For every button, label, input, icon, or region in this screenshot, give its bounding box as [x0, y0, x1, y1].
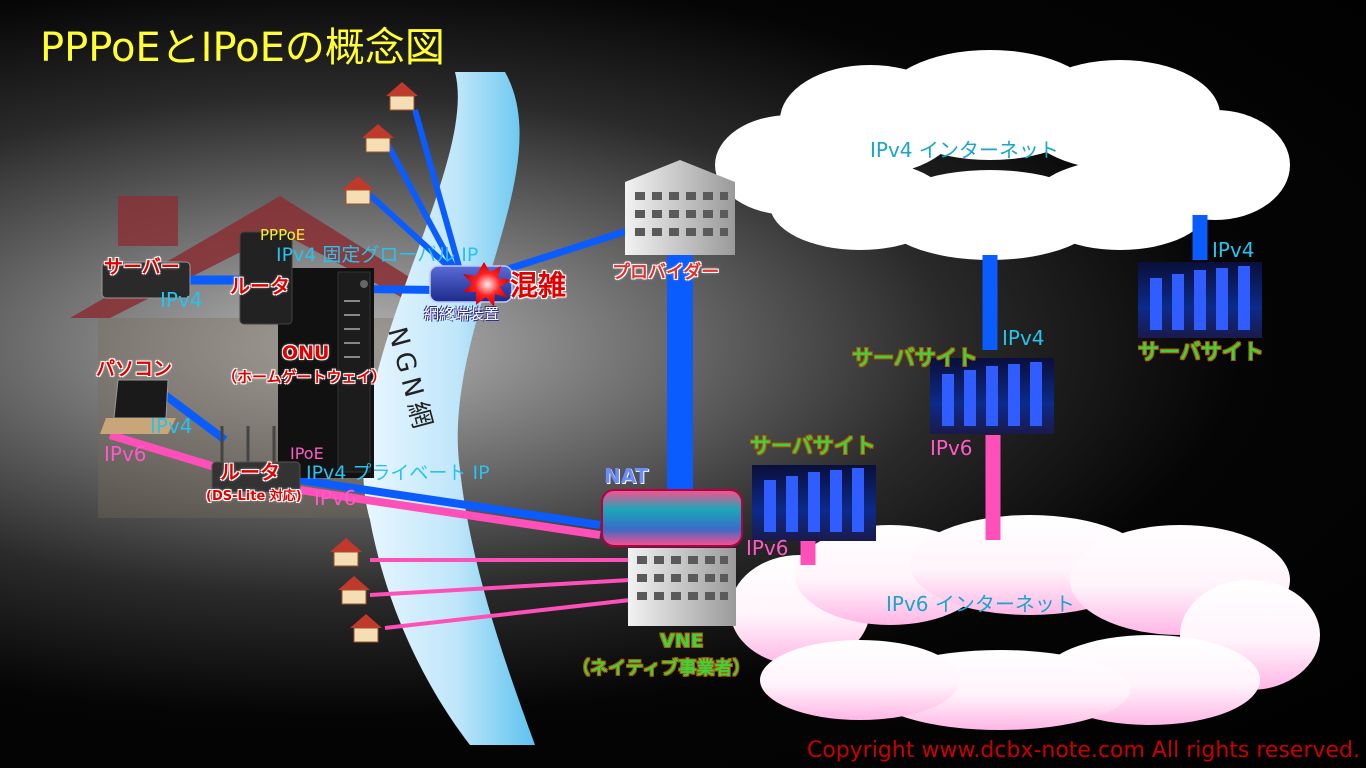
laptop-icon — [100, 379, 176, 434]
vne-label: VNE — [660, 630, 704, 652]
building-icon — [625, 160, 735, 255]
ipv6-router-label: IPv6 — [314, 486, 357, 510]
ipv6-lines — [108, 431, 1001, 630]
ipv4-internet-label: IPv4 インターネット — [870, 138, 1059, 162]
ipv4-fixed-global-label: IPv4 固定グローバル IP — [276, 244, 479, 266]
server-rack-icon — [930, 358, 1054, 434]
congestion-label: 混雑 — [510, 269, 567, 302]
server-icon — [101, 261, 191, 299]
router-icon — [239, 231, 293, 325]
router-bottom-label: ルータ — [220, 460, 280, 484]
ipv6-internet-label: IPv6 インターネット — [886, 592, 1075, 616]
server-rack-icon — [1138, 262, 1262, 338]
nat-device — [601, 489, 743, 547]
page-title: PPPoEとIPoEの概念図 — [40, 25, 445, 71]
server-rack-icon — [752, 465, 876, 541]
nat-label: NAT — [604, 464, 649, 488]
router-icon — [211, 426, 301, 493]
house-icon — [386, 82, 418, 111]
ipv4-pc-label: IPv4 — [150, 414, 193, 438]
server-site-low-label: サーバサイト — [750, 434, 876, 458]
ipv4-server-label: IPv4 — [160, 288, 203, 312]
pc-label: パソコン — [96, 358, 173, 380]
ipoe-label: IPoE — [290, 444, 324, 463]
home-gateway-label: （ホームゲートウェイ） — [222, 368, 387, 386]
house-icon — [342, 176, 374, 205]
provider-label: プロバイダー — [612, 262, 720, 283]
ipv4-cloud-shape — [715, 50, 1290, 260]
house-icon — [330, 538, 362, 567]
ipv4-mid-label: IPv4 — [1002, 326, 1045, 350]
ipv6-pc-label: IPv6 — [104, 442, 147, 466]
network-terminal-label: 網終端装置 — [424, 305, 500, 323]
ds-lite-label: (DS-Lite 対応) — [206, 489, 302, 504]
ipv6-mid-label: IPv6 — [930, 436, 973, 460]
ipv6-cloud-shape — [730, 515, 1320, 730]
router-top-label: ルータ — [230, 274, 290, 298]
server-site-right-label: サーバサイト — [1138, 340, 1264, 364]
ipv4-private-label: IPv4 プライベート IP — [306, 462, 490, 484]
house-icon — [350, 614, 382, 643]
copyright-text: Copyright www.dcbx-note.com All rights r… — [806, 738, 1360, 763]
vne-desc-label: （ネイティブ事業者） — [572, 658, 751, 679]
building-icon — [628, 548, 736, 626]
server-label: サーバー — [104, 256, 180, 278]
ipv4-right-label: IPv4 — [1212, 238, 1255, 262]
house-icon — [338, 576, 370, 605]
onu-icon — [278, 268, 374, 478]
ipv6-low-label: IPv6 — [746, 536, 789, 560]
pppoe-label: PPPoE — [260, 226, 306, 244]
explosion-icon — [463, 262, 512, 307]
ngn-band — [363, 72, 535, 745]
onu-label: ONU — [282, 342, 330, 364]
house-icon — [362, 124, 394, 153]
server-site-mid-label: サーバサイト — [852, 346, 978, 370]
